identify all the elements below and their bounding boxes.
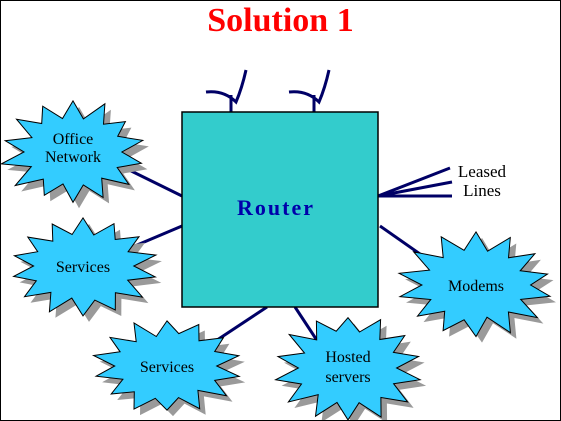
burst-shape <box>0 99 145 204</box>
burst-nodes: OfficeNetworkServicesServicesHostedserve… <box>0 99 556 421</box>
burst-services-bottom: Services <box>91 320 246 417</box>
router-box <box>181 111 379 308</box>
burst-modems: Modems <box>397 230 556 343</box>
burst-shape <box>274 316 422 421</box>
antenna-icon <box>288 69 331 112</box>
burst-label: Services <box>140 359 194 376</box>
diagram-title: Solution 1 <box>207 2 354 39</box>
burst-label: Modems <box>448 278 504 295</box>
burst-label: Services <box>56 259 110 276</box>
leased-line-2 <box>377 180 453 198</box>
burst-label: servers <box>325 369 370 386</box>
burst-label: Office <box>53 131 94 148</box>
burst-label: Network <box>45 149 101 166</box>
burst-hosted-servers: Hosted servers <box>274 316 427 421</box>
burst-label: Hosted <box>325 349 370 366</box>
router-label: Router <box>237 195 315 220</box>
connection-lines <box>124 166 453 350</box>
leased-line-1 <box>377 166 451 198</box>
leased-lines-label-1: Leased <box>458 162 507 181</box>
link-office-network <box>124 166 183 198</box>
leased-lines-label-2: Lines <box>463 181 501 200</box>
link-hosted-servers <box>293 306 322 346</box>
burst-services-left: Services <box>12 216 162 322</box>
burst-shape <box>91 320 241 411</box>
burst-shape <box>12 216 158 317</box>
burst-shape <box>397 230 552 338</box>
antenna-icon <box>205 69 248 112</box>
